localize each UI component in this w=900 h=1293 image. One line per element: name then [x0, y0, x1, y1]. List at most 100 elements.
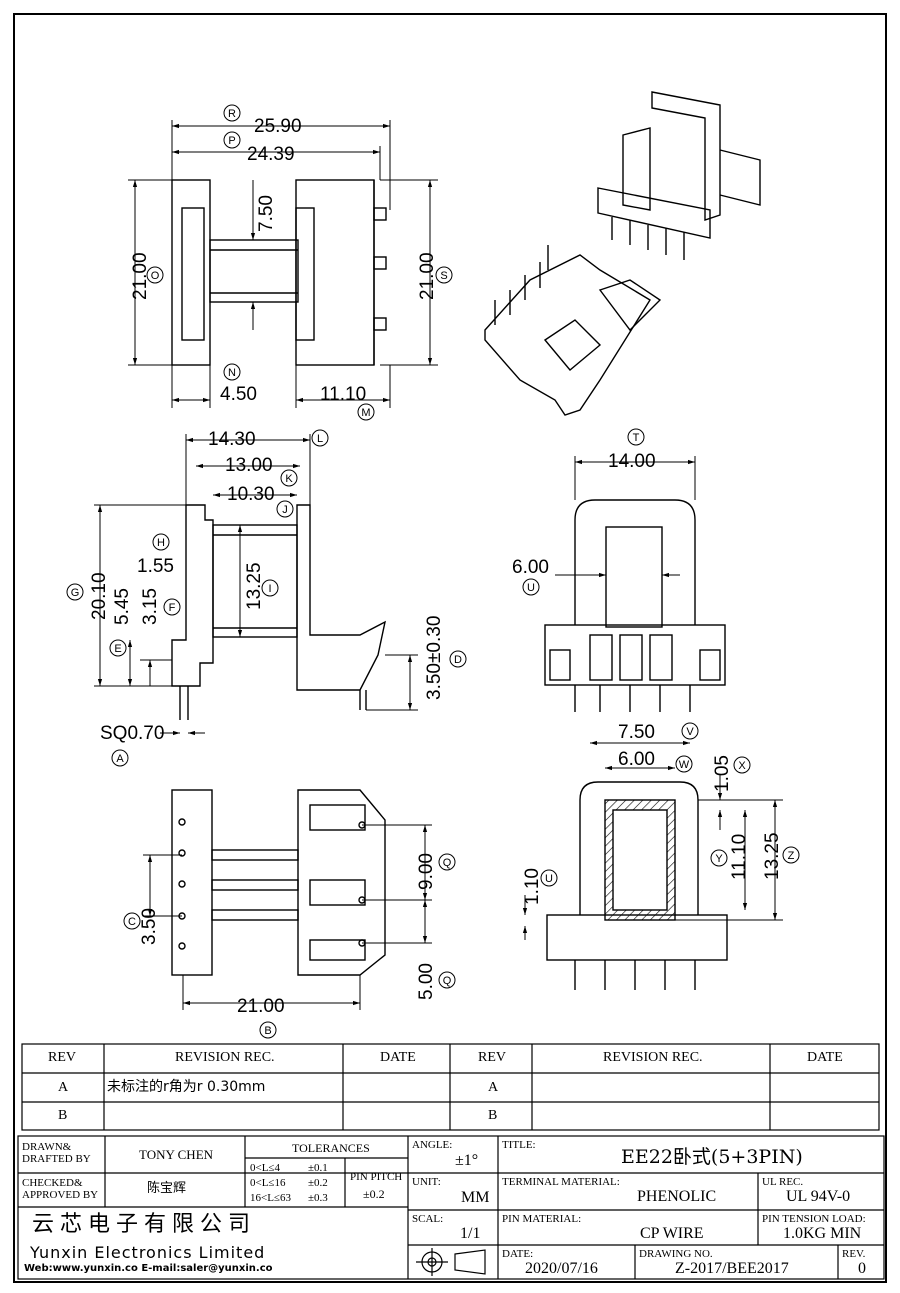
circle-x: X: [738, 760, 746, 772]
drawing-no-label: DRAWING NO.: [639, 1248, 713, 1260]
date-header-2: DATE: [807, 1050, 843, 1065]
dim-y: 11.10: [729, 834, 750, 880]
dim-o: 21.00: [130, 252, 151, 300]
ul-rec-label: UL REC.: [762, 1176, 804, 1188]
terminal-material-label: TERMINAL MATERIAL:: [502, 1176, 620, 1188]
date-value: 2020/07/16: [525, 1260, 598, 1277]
dim-750: 7.50: [256, 195, 277, 232]
dim-k: 13.00: [225, 455, 273, 476]
sheet-border: [13, 13, 887, 1283]
circle-u: U: [527, 582, 535, 594]
circle-q-upper: Q: [443, 857, 452, 869]
company-web: Web:www.yunxin.co E-mail:saler@yunxin.co: [24, 1263, 273, 1274]
circle-c: C: [128, 916, 136, 928]
rev-header-1: REV: [48, 1050, 76, 1065]
company-name-cn: 云芯电子有限公司: [32, 1212, 257, 1237]
rev-label: REV.: [842, 1248, 866, 1260]
rev-row-a-2: A: [488, 1080, 499, 1095]
circle-k: K: [285, 473, 293, 485]
circle-o: O: [151, 270, 160, 282]
circle-n: N: [228, 367, 236, 379]
dim-w: 6.00: [618, 749, 655, 770]
dim-d: 3.50±0.30: [424, 616, 445, 700]
checked-label: CHECKED& APPROVED BY: [22, 1177, 99, 1201]
dim-c: 3.50: [139, 908, 160, 945]
dim-v: 7.50: [618, 722, 655, 743]
rev-row-a-rec: 未标注的r角为r 0.30mm: [107, 1079, 266, 1095]
side-view: [171, 504, 386, 720]
rev-rec-header-1: REVISION REC.: [175, 1050, 275, 1065]
dim-p: 24.39: [247, 144, 295, 165]
circle-t: T: [633, 432, 640, 444]
circle-b: B: [264, 1025, 271, 1037]
drawn-value: TONY CHEN: [139, 1147, 214, 1162]
dim-b: 21.00: [237, 996, 285, 1017]
angle-label: ANGLE:: [412, 1139, 453, 1151]
dim-f: 3.15: [140, 588, 161, 625]
dim-h: 1.55: [137, 556, 174, 577]
drawing-no-value: Z-2017/BEE2017: [675, 1260, 789, 1277]
title-label: TITLE:: [502, 1139, 536, 1151]
dim-m: 11.10: [320, 384, 366, 405]
dim-u1: 6.00: [512, 557, 549, 578]
circle-r: R: [228, 108, 236, 120]
dim-u2: 1.10: [522, 868, 543, 905]
circle-l: L: [317, 433, 323, 445]
projection-symbol: [416, 1248, 486, 1276]
section-view: [546, 781, 728, 990]
pin-material-label: PIN MATERIAL:: [502, 1213, 582, 1225]
dim-qq: 5.00: [416, 963, 437, 1000]
date-label: DATE:: [502, 1248, 534, 1260]
dim-i: 13.25: [244, 562, 265, 610]
dim-l: 14.30: [208, 429, 256, 450]
bottom-view: [171, 789, 386, 976]
checked-value: 陈宝辉: [147, 1181, 187, 1196]
circle-g: G: [71, 587, 80, 599]
drawn-label: DRAWN& DRAFTED BY: [22, 1141, 91, 1165]
pin-pitch-label: PIN PITCH: [350, 1171, 403, 1183]
dim-e: 5.45: [112, 588, 133, 625]
dim-g: 20.10: [89, 572, 110, 620]
tolerances-label: TOLERANCES: [292, 1141, 370, 1155]
dim-a: SQ0.70: [100, 723, 164, 744]
circle-s: S: [440, 270, 447, 282]
dim-j: 10.30: [227, 484, 275, 505]
circle-d: D: [454, 654, 462, 666]
circle-e: E: [114, 643, 121, 655]
rev-header-2: REV: [478, 1050, 506, 1065]
front-view: [544, 499, 726, 712]
scal-value: 1/1: [460, 1225, 481, 1242]
tol-range-3: 16<L≤63: [250, 1192, 291, 1204]
pin-tension-label: PIN TENSION LOAD:: [762, 1213, 866, 1225]
circle-z: Z: [788, 850, 795, 862]
iso-view-upper: [597, 91, 761, 260]
pin-tension-value: 1.0KG MIN: [783, 1225, 862, 1242]
circle-q-lower: Q: [443, 975, 452, 987]
dim-r: 25.90: [254, 116, 302, 137]
dim-s: 21.00: [417, 252, 438, 300]
dim-z: 13.25: [762, 832, 783, 880]
tol-range-2: 0<L≤16: [250, 1177, 286, 1189]
unit-value: MM: [461, 1189, 490, 1206]
circle-f: F: [169, 602, 176, 614]
circle-p: P: [228, 135, 235, 147]
unit-label: UNIT:: [412, 1176, 441, 1188]
pin-pitch-value: ±0.2: [363, 1187, 385, 1201]
dim-n: 4.50: [220, 384, 257, 405]
circle-h: H: [157, 537, 165, 549]
rev-row-b-2: B: [488, 1108, 498, 1123]
terminal-material-value: PHENOLIC: [637, 1188, 717, 1205]
scal-label: SCAL:: [412, 1213, 444, 1225]
rev-rec-header-2: REVISION REC.: [603, 1050, 703, 1065]
circle-w: W: [679, 759, 690, 771]
rev-row-b: B: [58, 1108, 68, 1123]
rev-value: 0: [858, 1260, 866, 1277]
company-name-en: Yunxin Electronics Limited: [30, 1243, 266, 1262]
circle-y: Y: [715, 853, 723, 865]
dim-x: 1.05: [712, 755, 733, 792]
title-block-grid: [17, 1135, 885, 1280]
pin-material-value: CP WIRE: [640, 1225, 704, 1242]
revision-table-grid: [21, 1043, 880, 1131]
tol-range-1: 0<L≤4: [250, 1162, 280, 1174]
